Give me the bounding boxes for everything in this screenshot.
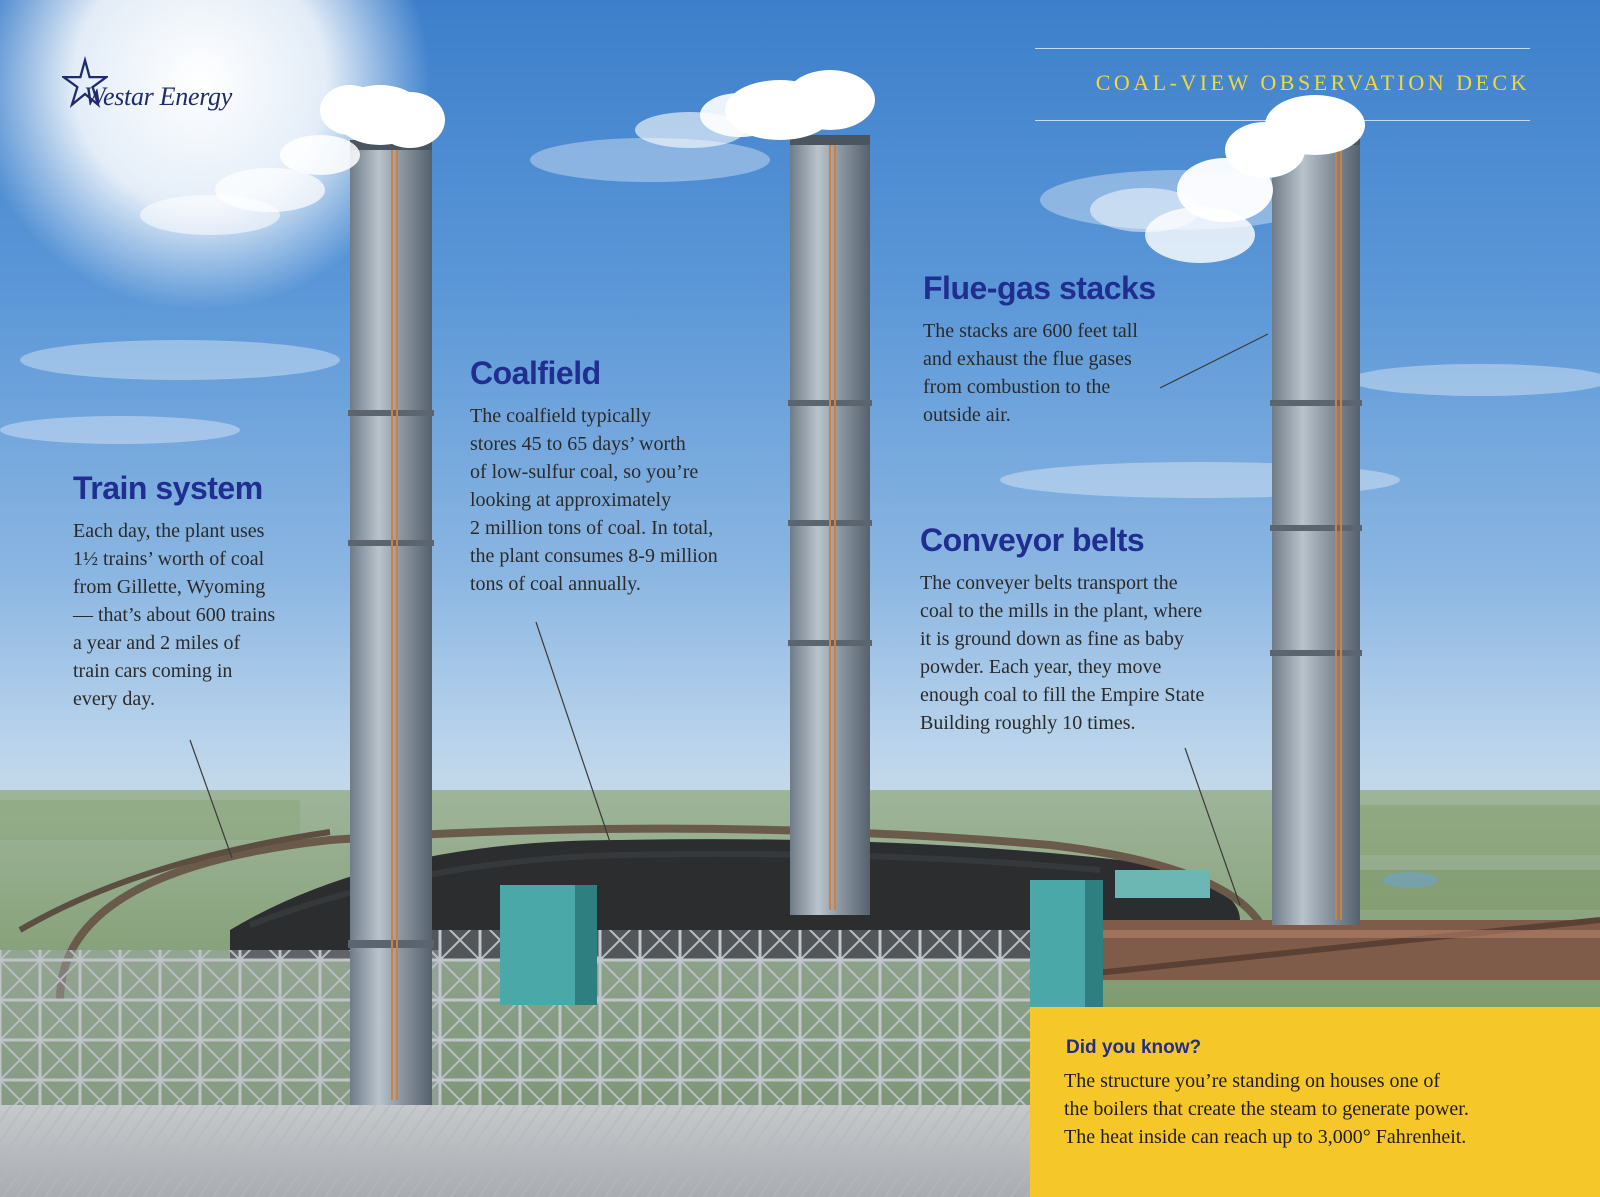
- callout-train-system: Train system Each day, the plant uses 1½…: [73, 470, 275, 713]
- callout-conveyor-belts: Conveyor belts The conveyer belts transp…: [920, 522, 1204, 737]
- page-title: COAL-VIEW OBSERVATION DECK: [1095, 70, 1530, 95]
- did-you-know-body: The structure you’re standing on houses …: [1064, 1070, 1469, 1148]
- callout-body: The conveyer belts transport the coal to…: [920, 572, 1205, 734]
- transfer-tower: [1030, 880, 1085, 1015]
- star-icon: [62, 56, 108, 109]
- steam-plume-left: [140, 85, 445, 235]
- steam-plume-right: [1090, 95, 1365, 263]
- stack-left: [348, 140, 434, 1120]
- did-you-know-box: Did you know? The structure you’re stand…: [1030, 1007, 1600, 1197]
- header-rule-bottom: [1035, 120, 1530, 121]
- steam-plume-center: [635, 70, 875, 148]
- leader-lines: [189, 333, 1269, 906]
- callout-title: Train system: [73, 470, 263, 506]
- brand-logo[interactable]: Westar Energy: [84, 82, 232, 111]
- callout-title: Coalfield: [470, 355, 601, 391]
- background-clouds: [0, 138, 1600, 498]
- transfer-tower: [500, 885, 575, 1005]
- did-you-know-title: Did you know?: [1066, 1037, 1202, 1058]
- field-patches: [0, 800, 1600, 910]
- stack-right: [1270, 135, 1362, 925]
- callout-body: The coalfield typically stores 45 to 65 …: [470, 405, 718, 595]
- callout-title: Conveyor belts: [920, 522, 1145, 558]
- callout-body: The stacks are 600 feet tall and exhaust…: [923, 320, 1138, 426]
- stack-center: [788, 135, 872, 915]
- coal-pile: [230, 839, 1240, 960]
- callout-title: Flue-gas stacks: [923, 270, 1156, 306]
- callout-coalfield: Coalfield The coalfield typically stores…: [470, 355, 718, 598]
- callout-body: Each day, the plant uses 1½ trains’ wort…: [73, 520, 276, 710]
- header-rule-top: [1035, 48, 1530, 49]
- callout-flue-gas-stacks: Flue-gas stacks The stacks are 600 feet …: [923, 270, 1156, 429]
